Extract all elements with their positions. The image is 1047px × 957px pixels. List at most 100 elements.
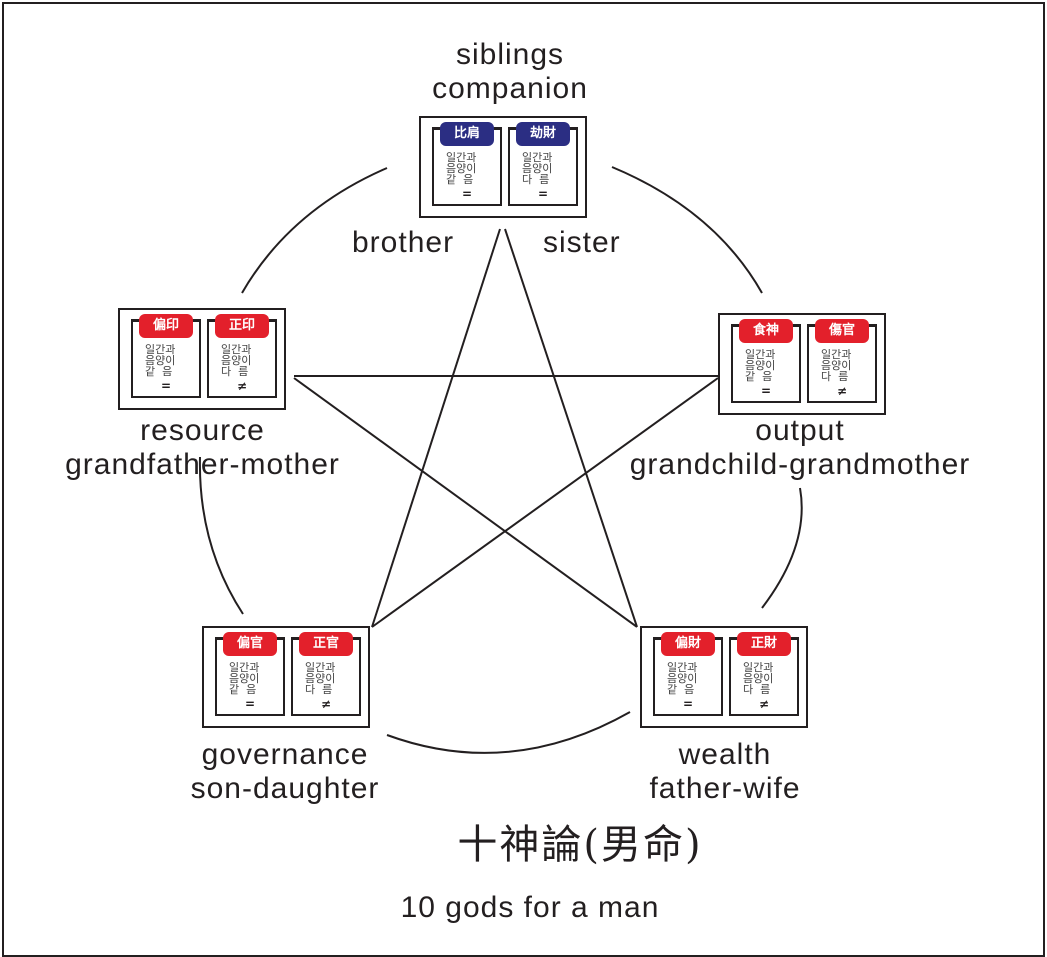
badge-jeonggwan: 正官 — [299, 632, 353, 656]
resource-title: resource — [140, 414, 265, 447]
glyph-line: 일간과 — [305, 662, 336, 673]
star-resource-wealth — [293, 377, 638, 628]
brother-label: brother — [352, 226, 455, 259]
relation-symbol: ≠ — [758, 697, 770, 711]
badge-jeongin: 正印 — [215, 314, 269, 338]
glyph-line: 같 음 — [145, 366, 173, 377]
badge-sanggwan: 傷官 — [815, 319, 869, 343]
siblings-subtitle: companion — [432, 72, 588, 105]
glyph-line: 음양이 — [522, 163, 553, 174]
glyph-line: 음양이 — [745, 360, 776, 371]
arc-wealth-governance — [386, 711, 631, 754]
glyph-line: 일간과 — [221, 344, 252, 355]
badge-pyeonin: 偏印 — [139, 314, 193, 338]
siblings-title: siblings — [455, 38, 565, 71]
arc-siblings-output — [611, 166, 763, 294]
glyph-line: 일간과 — [522, 152, 553, 163]
relation-symbol: ≠ — [320, 697, 332, 711]
glyph-line: 같 음 — [229, 684, 257, 695]
arc-output-wealth — [761, 487, 803, 609]
diagram-title: 十神論(男命) — [457, 822, 703, 868]
relation-symbol: = — [160, 379, 172, 393]
glyph-line: 음양이 — [229, 673, 260, 684]
output-title: output — [755, 414, 845, 447]
glyph-line: 음양이 — [221, 355, 252, 366]
glyph-line: 일간과 — [446, 152, 477, 163]
glyph-line: 음양이 — [743, 673, 774, 684]
wealth-title: wealth — [678, 738, 772, 771]
glyph-line: 음양이 — [446, 163, 477, 174]
glyph-line: 일간과 — [229, 662, 260, 673]
glyph-line: 같 음 — [667, 684, 695, 695]
badge-pyeongwan: 偏官 — [223, 632, 277, 656]
glyph-line: 음양이 — [305, 673, 336, 684]
glyph-line: 일간과 — [745, 349, 776, 360]
glyph-line: 다 름 — [743, 684, 771, 695]
glyph-line: 다 름 — [821, 371, 849, 382]
glyph-line: 일간과 — [667, 662, 698, 673]
badge-geopjae: 劫財 — [516, 122, 570, 146]
glyph-line: 다 름 — [221, 366, 249, 377]
governance-title: governance — [201, 738, 369, 771]
wealth-heading: wealth father-wife — [620, 738, 830, 806]
glyph-line: 음양이 — [145, 355, 176, 366]
relation-symbol: = — [682, 697, 694, 711]
glyph-line: 일간과 — [743, 662, 774, 673]
relation-symbol: = — [461, 187, 473, 201]
badge-siksin: 食神 — [739, 319, 793, 343]
resource-heading: resource grandfather-mother — [40, 414, 365, 482]
glyph-line: 일간과 — [145, 344, 176, 355]
glyph-line: 같 음 — [446, 174, 474, 185]
glyph-line: 음양이 — [821, 360, 852, 371]
star-output-governance — [371, 377, 719, 628]
governance-subtitle: son-daughter — [190, 772, 380, 805]
governance-heading: governance son-daughter — [160, 738, 410, 806]
badge-jeongjae: 正財 — [737, 632, 791, 656]
star-siblings-wealth — [504, 228, 638, 628]
relation-symbol: = — [760, 384, 772, 398]
wealth-subtitle: father-wife — [649, 772, 801, 805]
glyph-line: 다 름 — [305, 684, 333, 695]
arc-resource-siblings — [241, 167, 388, 294]
glyph-line: 일간과 — [821, 349, 852, 360]
relation-symbol: ≠ — [236, 379, 248, 393]
arc-governance-resource — [198, 456, 244, 615]
badge-pyeonjae: 偏財 — [661, 632, 715, 656]
sister-label: sister — [543, 226, 621, 259]
glyph-line: 같 음 — [745, 371, 773, 382]
relation-symbol: ≠ — [836, 384, 848, 398]
glyph-line: 다 름 — [522, 174, 550, 185]
output-subtitle: grandchild-grandmother — [629, 448, 971, 481]
siblings-heading: siblings companion — [400, 38, 620, 106]
relation-symbol: = — [244, 697, 256, 711]
resource-subtitle: grandfather-mother — [65, 448, 340, 481]
glyph-line: 음양이 — [667, 673, 698, 684]
